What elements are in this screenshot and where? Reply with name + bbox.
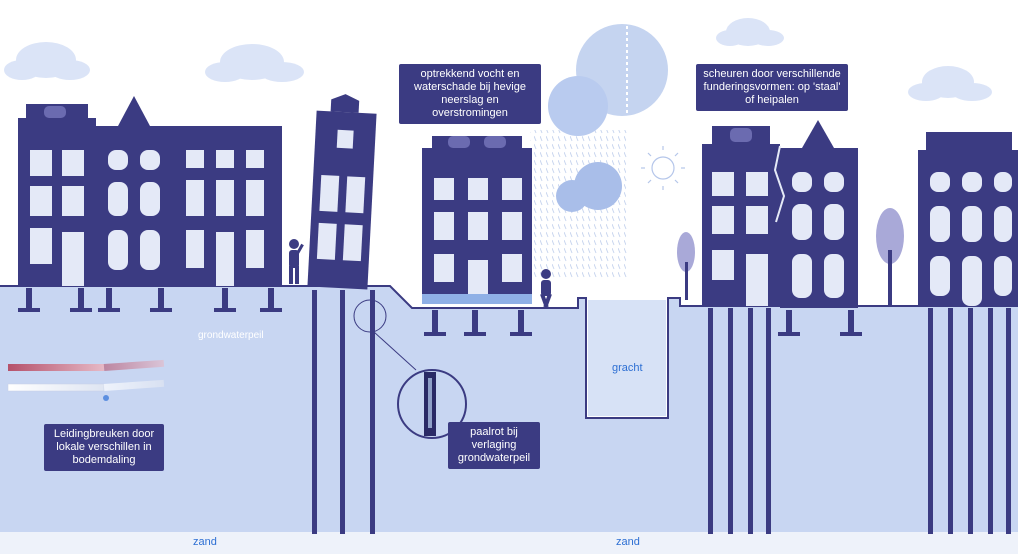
cloud-mid <box>205 44 304 82</box>
label-groundwater: grondwaterpeil <box>198 330 264 341</box>
building-left-1 <box>18 104 96 286</box>
label-moisture: optrekkend vocht en waterschade bij hevi… <box>399 64 541 124</box>
shallow-foundations-right <box>778 310 862 336</box>
pile-rot-marker <box>353 299 387 333</box>
pile-rot-pointer <box>373 331 417 371</box>
deep-piles-right <box>708 308 771 534</box>
shallow-foundations-left <box>18 288 282 312</box>
building-left-2 <box>96 96 172 286</box>
ground-line <box>0 285 1018 419</box>
label-pipes: Leidingbreuken door lokale verschillen i… <box>44 424 164 471</box>
wall-crack <box>773 145 786 223</box>
cloud-top-right <box>716 18 784 46</box>
sun-icon <box>641 146 685 190</box>
label-sand-left: zand <box>193 536 217 548</box>
sand-layer <box>0 532 1018 554</box>
canal-water <box>588 300 666 416</box>
building-middle <box>422 136 532 298</box>
building-far-right <box>918 132 1018 306</box>
cloud-left <box>4 42 90 80</box>
pile-rot-zoom <box>397 369 467 439</box>
wooden-piles-tilted <box>312 290 375 534</box>
person-walking-icon <box>540 269 552 308</box>
label-cracks: scheuren door verschillende funderingsvo… <box>696 64 848 111</box>
label-pile-rot: paalrot bij verlaging grondwaterpeil <box>448 422 540 469</box>
person-worried-icon <box>289 239 304 284</box>
label-sand-right: zand <box>616 536 640 548</box>
shallow-foundations-middle <box>424 310 532 336</box>
building-right-cracked-1 <box>702 126 780 306</box>
cloud-far-right <box>908 66 992 101</box>
building-left-3 <box>172 126 282 286</box>
building-tilted <box>307 94 377 290</box>
building-right-cracked-2 <box>780 120 858 308</box>
tree-left-icon <box>677 232 695 300</box>
pipe-white <box>7 379 165 392</box>
label-canal: gracht <box>612 362 643 374</box>
deep-piles-far-right <box>928 308 1011 534</box>
flood-water <box>422 294 532 304</box>
storm-cloud <box>548 24 668 212</box>
ground-soil <box>0 286 1018 540</box>
pipe-red <box>8 359 165 371</box>
leak-drop-icon <box>103 395 109 401</box>
tree-right-icon <box>876 208 904 306</box>
